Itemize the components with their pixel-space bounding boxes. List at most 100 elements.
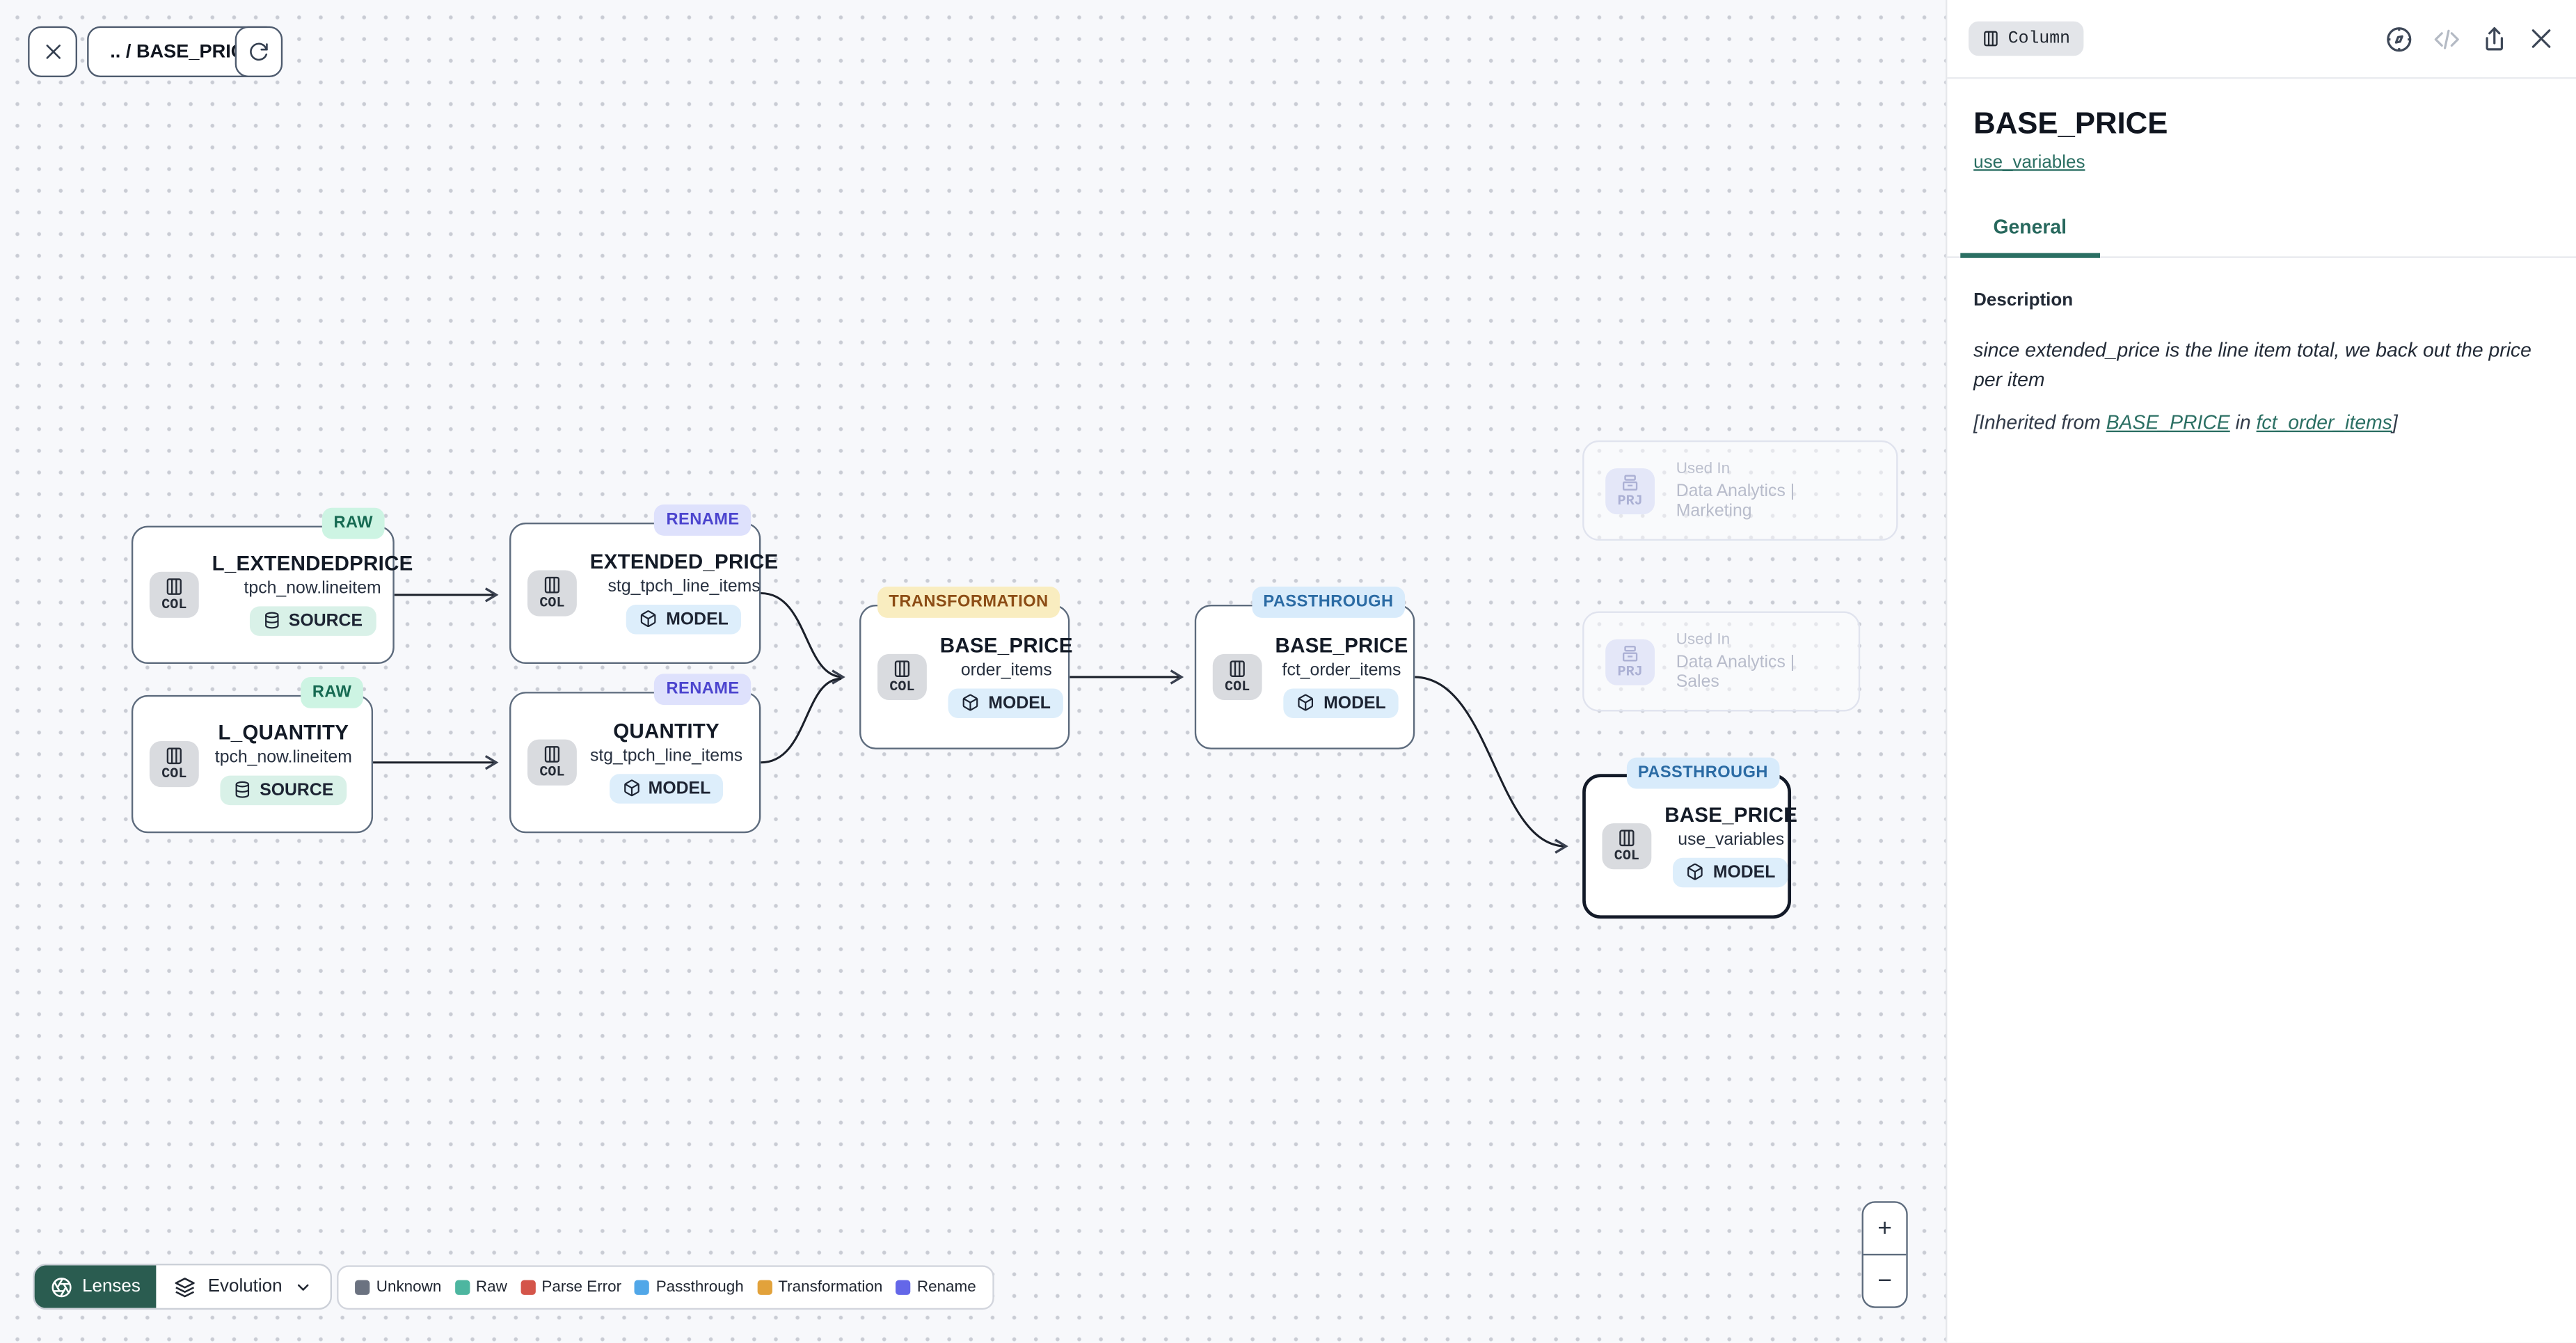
- legend-item: Raw: [454, 1278, 507, 1296]
- zoom-controls: + −: [1861, 1201, 1908, 1308]
- edge-quantity-base-price: [761, 677, 842, 764]
- panel-header: Column: [1947, 0, 2576, 79]
- close-panel-button[interactable]: [2527, 24, 2555, 52]
- kind-pill-model: MODEL: [626, 604, 742, 634]
- node-l-extendedprice[interactable]: RAW COL L_EXTENDEDPRICE tpch_now.lineite…: [131, 507, 413, 665]
- cube-icon: [641, 610, 657, 628]
- evolution-badge-passthrough: PASSTHROUGH: [1626, 757, 1780, 789]
- breadcrumb-label: .. / BASE_PRICE: [110, 42, 257, 62]
- evolution-badge-transformation: TRANSFORMATION: [877, 587, 1060, 618]
- col-chip: COL: [877, 653, 927, 700]
- legend-swatch: [520, 1280, 535, 1295]
- used-in-label: Used In: [1676, 630, 1731, 649]
- node-title: BASE_PRICE: [1664, 803, 1798, 827]
- legend-item: Transformation: [756, 1278, 882, 1296]
- node-base-price-use-variables[interactable]: PASSTHROUGH COL BASE_PRICE use_variables…: [1582, 757, 1797, 919]
- database-icon: [264, 612, 278, 629]
- description-text: since extended_price is the line item to…: [1973, 338, 2531, 392]
- evolution-legend: Unknown Raw Parse Error Passthrough Tran…: [337, 1265, 994, 1310]
- node-extended-price[interactable]: RENAME COL EXTENDED_PRICE stg_tpch_line_…: [509, 504, 778, 665]
- kind-pill-model: MODEL: [1673, 857, 1789, 887]
- column-icon: [1619, 830, 1635, 847]
- inherited-model-link[interactable]: fct_order_items: [2256, 411, 2392, 434]
- cube-icon: [1688, 864, 1703, 881]
- close-icon: [45, 45, 60, 59]
- share-button[interactable]: [2480, 24, 2510, 54]
- evolution-badge-raw: RAW: [301, 676, 363, 708]
- kind-pill-model: MODEL: [948, 688, 1064, 718]
- legend-swatch: [454, 1280, 470, 1295]
- code-button[interactable]: [2432, 24, 2462, 54]
- model-link[interactable]: use_variables: [1973, 152, 2085, 173]
- node-title: EXTENDED_PRICE: [589, 550, 779, 573]
- panel-tabs: General: [1947, 215, 2576, 258]
- node-title: BASE_PRICE: [939, 633, 1073, 658]
- lenses-button[interactable]: Lenses: [34, 1265, 157, 1308]
- legend-item: Unknown: [355, 1278, 441, 1296]
- col-chip: COL: [149, 741, 199, 788]
- evolution-badge-passthrough: PASSTHROUGH: [1251, 587, 1406, 618]
- node-title: L_EXTENDEDPRICE: [212, 551, 413, 575]
- node-title: QUANTITY: [613, 719, 719, 742]
- database-icon: [235, 781, 250, 799]
- zoom-out-button[interactable]: −: [1863, 1253, 1907, 1307]
- node-l-quantity[interactable]: RAW COL L_QUANTITY tpch_now.lineitem SOU…: [131, 676, 374, 834]
- archive-icon: [1622, 645, 1638, 661]
- node-subtitle: use_variables: [1678, 829, 1785, 850]
- column-icon: [166, 578, 182, 596]
- project-card-marketing[interactable]: PRJ Used In Data Analytics | Marketing: [1582, 440, 1898, 541]
- node-title: BASE_PRICE: [1275, 633, 1408, 658]
- kind-pill-source: SOURCE: [249, 605, 376, 636]
- column-icon: [166, 748, 182, 765]
- evolution-badge-rename: RENAME: [654, 504, 752, 536]
- legend-item: Parse Error: [520, 1278, 621, 1296]
- node-subtitle: tpch_now.lineitem: [214, 747, 352, 768]
- close-lineage-button[interactable]: [28, 26, 77, 77]
- node-base-price-order-items[interactable]: TRANSFORMATION COL BASE_PRICE order_item…: [859, 587, 1073, 749]
- chevron-down-icon: [297, 1283, 308, 1290]
- legend-swatch: [896, 1280, 911, 1295]
- lenses-control: Lenses Evolution: [33, 1263, 332, 1310]
- node-subtitle: fct_order_items: [1282, 660, 1401, 681]
- cube-icon: [1298, 694, 1314, 712]
- entity-type-badge: Column: [1969, 21, 2083, 56]
- kind-pill-source: SOURCE: [220, 775, 347, 805]
- legend-item: Passthrough: [635, 1278, 744, 1296]
- column-icon: [544, 746, 560, 763]
- edge-fct-order-items-use-variables: [1415, 676, 1568, 854]
- zoom-in-button[interactable]: +: [1877, 1214, 1892, 1243]
- col-chip: COL: [527, 570, 577, 617]
- node-subtitle: order_items: [960, 660, 1052, 681]
- prj-chip: PRJ: [1605, 638, 1655, 685]
- column-icon: [544, 577, 560, 594]
- aperture-icon: [51, 1276, 72, 1297]
- compass-button[interactable]: [2385, 24, 2415, 54]
- refresh-button[interactable]: [234, 26, 283, 77]
- refresh-icon: [250, 42, 268, 61]
- col-chip: COL: [1212, 653, 1262, 700]
- node-title: L_QUANTITY: [218, 721, 349, 745]
- col-chip: COL: [527, 739, 577, 786]
- detail-panel: Column BASE_PRICE use_variables Gener: [1946, 0, 2576, 1343]
- close-icon: [2531, 29, 2551, 48]
- column-icon: [1230, 660, 1245, 678]
- tab-general[interactable]: General: [1960, 215, 2100, 258]
- legend-swatch: [355, 1280, 370, 1295]
- node-base-price-fct-order-items[interactable]: PASSTHROUGH COL BASE_PRICE fct_order_ite…: [1194, 587, 1415, 749]
- cube-icon: [963, 694, 979, 712]
- evolution-badge-rename: RENAME: [654, 674, 752, 706]
- node-quantity[interactable]: RENAME COL QUANTITY stg_tpch_line_items …: [509, 674, 761, 834]
- lens-mode-dropdown[interactable]: Evolution: [157, 1265, 330, 1308]
- inherited-column-link[interactable]: BASE_PRICE: [2106, 411, 2230, 434]
- evolution-badge-raw: RAW: [322, 507, 385, 539]
- column-icon: [894, 660, 910, 678]
- legend-swatch: [756, 1280, 772, 1295]
- node-subtitle: tpch_now.lineitem: [244, 578, 381, 598]
- share-icon: [2486, 26, 2503, 50]
- used-in-label: Used In: [1676, 460, 1731, 479]
- node-subtitle: stg_tpch_line_items: [589, 745, 743, 765]
- kind-pill-model: MODEL: [609, 773, 724, 804]
- col-chip: COL: [1602, 823, 1652, 870]
- project-card-sales[interactable]: PRJ Used In Data Analytics | Sales: [1582, 611, 1861, 712]
